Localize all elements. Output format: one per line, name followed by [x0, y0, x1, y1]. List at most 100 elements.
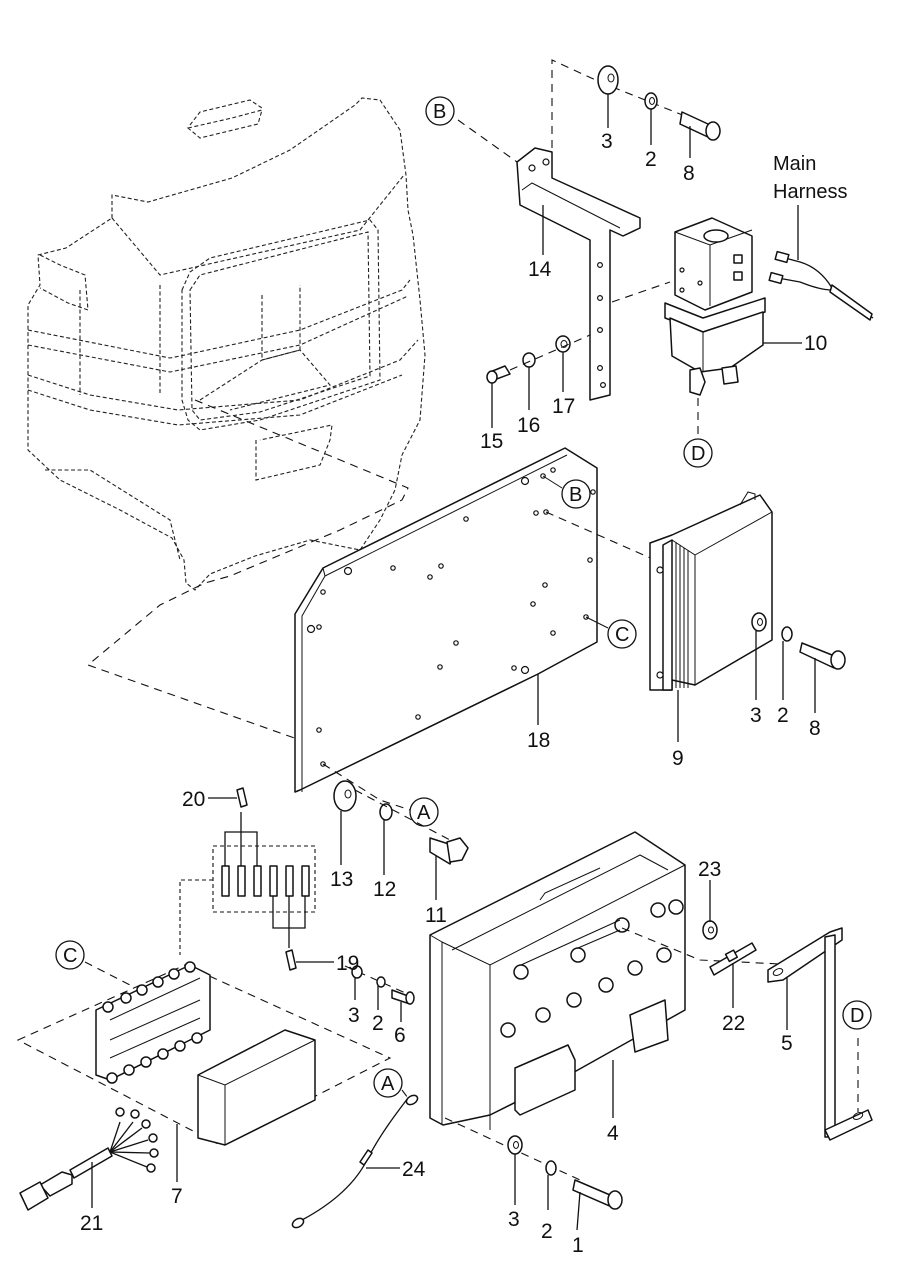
dashed-leader-b-to-bracket — [457, 119, 518, 163]
bolt-part-8-mid — [799, 642, 846, 670]
dashed-leader-bracket-to-contactor — [611, 281, 671, 303]
contactor-part-10 — [664, 217, 766, 396]
screw-part-6 — [391, 989, 415, 1005]
screw-part-15 — [486, 365, 511, 384]
marker-d-bar: D — [842, 1000, 872, 1030]
controller-connector-1 — [514, 1044, 576, 1116]
dashed-leader-bracket-vertical — [551, 59, 721, 148]
callout-2: 2 — [372, 1012, 384, 1035]
fuse-clip-schematic — [179, 787, 316, 971]
controller-connector-2 — [629, 999, 669, 1053]
marker-a-plate: A — [409, 797, 439, 827]
connection-markers: B D B C A C A D — [55, 96, 872, 1098]
svg-text:D: D — [691, 443, 705, 465]
dashed-leader-c-to-fuse — [84, 961, 131, 986]
lock-washer-part-2-mid — [781, 626, 793, 642]
pin-part-20 — [236, 787, 248, 808]
marker-b-plate: B — [561, 479, 591, 509]
callout-21: 21 — [80, 1212, 103, 1235]
leader-plate-to-b — [542, 475, 563, 489]
callout-24: 24 — [402, 1158, 426, 1181]
bolt-part-8-top — [679, 111, 721, 141]
callout-9: 9 — [672, 747, 684, 770]
callout-1: 1 — [572, 1234, 584, 1257]
callout-16: 16 — [517, 414, 540, 437]
lock-washer-part-2-top — [644, 92, 658, 110]
controller-part-4 — [429, 831, 686, 1130]
callout-numbers: 3 2 8 14 10 15 16 17 18 9 3 2 8 20 13 12… — [80, 130, 827, 1257]
callout-5: 5 — [781, 1032, 793, 1055]
callout-23: 23 — [698, 858, 721, 881]
lock-washer-part-12 — [379, 803, 393, 821]
callout-11: 11 — [425, 904, 447, 927]
callout-3: 3 — [750, 704, 762, 727]
bolt-part-1 — [572, 1179, 623, 1210]
callout-12: 12 — [373, 878, 396, 901]
marker-b-top: B — [425, 96, 455, 126]
svg-text:D: D — [850, 1005, 864, 1027]
main-harness-label-line2: Harness — [773, 181, 847, 203]
module-part-9 — [649, 491, 773, 691]
controller-terminals — [500, 899, 684, 1038]
lock-washer-part-2-fuse — [376, 976, 386, 988]
callout-2: 2 — [777, 704, 789, 727]
plate-holes — [306, 467, 596, 767]
marker-d-contactor: D — [683, 438, 713, 468]
marker-a-cable: A — [373, 1068, 403, 1098]
fuse-cover — [197, 1029, 316, 1146]
callout-3: 3 — [508, 1208, 520, 1231]
fuse-block-dashed-outline — [16, 964, 392, 1146]
bus-bar-part-5 — [767, 927, 873, 1141]
callout-10: 10 — [804, 332, 827, 355]
washer-part-13 — [333, 780, 357, 812]
svg-text:C: C — [63, 945, 77, 967]
callout-19: 19 — [336, 952, 359, 975]
marker-c-plate: C — [607, 619, 637, 649]
callout-8: 8 — [809, 717, 821, 740]
callout-14: 14 — [528, 258, 552, 281]
mounting-plate-part-18 — [294, 447, 598, 793]
fuse-block-part-7 — [95, 961, 316, 1146]
bolt-part-11 — [429, 837, 469, 865]
lock-washer-part-16 — [522, 352, 536, 368]
callout-leaders — [91, 94, 816, 1231]
callout-13: 13 — [330, 868, 353, 891]
svg-text:A: A — [381, 1073, 395, 1095]
washer-part-3-top — [597, 65, 619, 95]
callout-3: 3 — [348, 1004, 360, 1027]
callout-2: 2 — [645, 148, 657, 171]
washer-part-3-fuse — [351, 965, 363, 979]
svg-text:B: B — [433, 101, 446, 123]
harness-part-21 — [19, 1107, 159, 1211]
washer-part-3-bottom — [507, 1135, 523, 1155]
callout-22: 22 — [722, 1012, 745, 1035]
callout-6: 6 — [394, 1024, 406, 1047]
callout-20: 20 — [182, 788, 205, 811]
callout-2: 2 — [541, 1220, 553, 1243]
ground-cable-part-24 — [291, 1094, 419, 1229]
callout-3: 3 — [601, 130, 613, 153]
svg-text:A: A — [417, 802, 431, 824]
callout-17: 17 — [552, 395, 575, 418]
callout-7: 7 — [171, 1185, 183, 1208]
dashed-leader-a-hardware — [354, 789, 451, 841]
pin-part-19 — [285, 949, 297, 971]
dashed-leader-15-17 — [509, 334, 591, 371]
callout-15: 15 — [480, 430, 503, 453]
washer-part-17 — [555, 335, 571, 353]
bracket-part-14 — [516, 147, 641, 401]
lock-washer-part-2-bottom — [545, 1160, 557, 1176]
main-harness-label-line1: Main — [773, 153, 816, 175]
fuse-terminals — [102, 961, 203, 1084]
leader-plate-to-c — [585, 616, 609, 629]
marker-c-fuse: C — [55, 940, 85, 970]
washer-part-3-mid — [751, 612, 767, 632]
rear-cover-ghost-outline — [27, 97, 426, 591]
main-harness-wires — [768, 250, 874, 321]
dashed-leader-controller-to-bar — [621, 927, 801, 966]
dashed-leader-plate-to-a — [322, 763, 411, 811]
link-part-22 — [709, 942, 757, 976]
callout-18: 18 — [527, 729, 550, 752]
callout-4: 4 — [607, 1122, 619, 1145]
